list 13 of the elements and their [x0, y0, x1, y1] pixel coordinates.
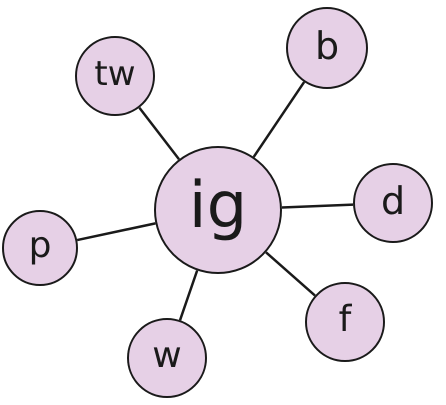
letter-text: tw [94, 56, 136, 91]
connector-line [138, 106, 180, 160]
connector-line [76, 222, 156, 242]
letter-text: f [338, 302, 352, 338]
letter-text: b [314, 26, 340, 65]
letter-text: d [380, 182, 406, 220]
connector-line [265, 251, 316, 296]
connector-line [178, 270, 198, 321]
letter-text: ig [188, 174, 248, 238]
connector-line [252, 81, 306, 158]
letter-text: w [152, 338, 182, 374]
connector-line [282, 203, 354, 209]
letter-text: p [28, 228, 52, 264]
